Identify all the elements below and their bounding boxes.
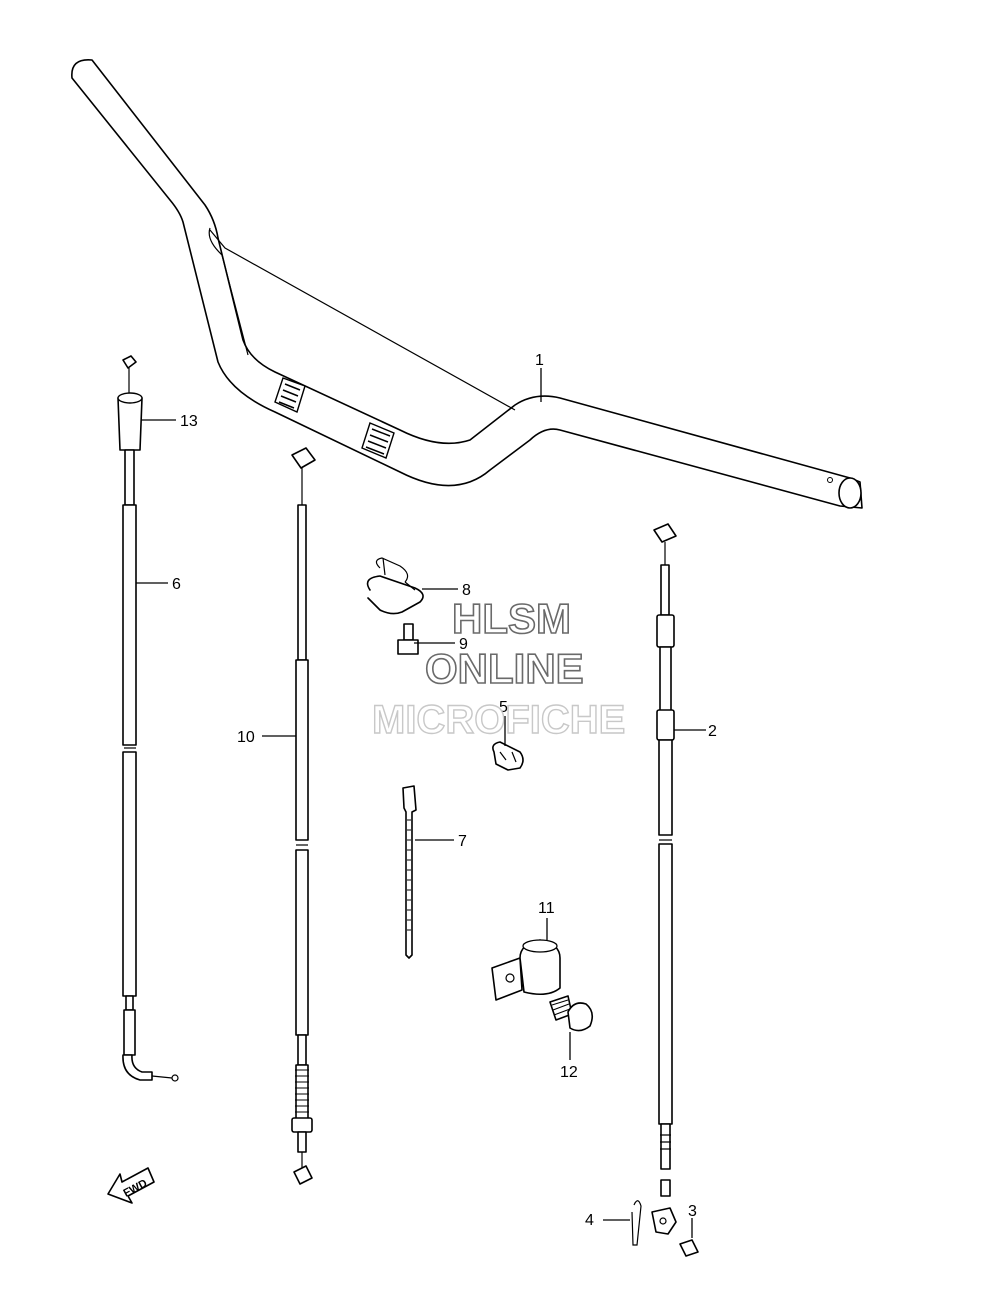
cable-guide: 8 xyxy=(366,557,471,615)
callout-10: 10 xyxy=(237,729,255,746)
clamp-bracket: 11 xyxy=(491,900,561,1001)
watermark-line-2: ONLINE xyxy=(425,645,584,692)
handlebar: 1 xyxy=(71,59,863,509)
callout-8: 8 xyxy=(462,582,471,599)
callout-11: 11 xyxy=(538,900,555,917)
callout-2: 2 xyxy=(708,723,717,740)
clutch-cable-left: 13 6 xyxy=(117,355,198,1082)
callout-6: 6 xyxy=(172,576,181,593)
center-cable: 10 xyxy=(237,447,316,1185)
callout-1: 1 xyxy=(535,352,544,369)
callout-12: 12 xyxy=(560,1064,578,1081)
knurl-grip-left xyxy=(274,377,306,413)
callout-5: 5 xyxy=(499,699,508,716)
throttle-cable-right: 2 xyxy=(651,523,717,1235)
cable-tie: 7 xyxy=(402,785,467,959)
cotter-pin: 4 xyxy=(585,1200,642,1246)
callout-3: 3 xyxy=(688,1203,697,1220)
watermark-line-1: HLSM xyxy=(452,595,571,642)
fwd-arrow: FWD xyxy=(107,1167,155,1204)
knurl-grip-right xyxy=(361,422,395,459)
callout-7: 7 xyxy=(458,833,467,850)
callout-4: 4 xyxy=(585,1212,594,1229)
watermark: HLSM ONLINE MICROFICHE xyxy=(371,594,626,743)
callout-9: 9 xyxy=(459,636,468,653)
pin: 3 xyxy=(679,1203,699,1257)
watermark-line-3: MICROFICHE xyxy=(372,698,625,742)
cable-clip: 5 xyxy=(492,699,524,771)
callout-13: 13 xyxy=(180,413,198,430)
bolt-large: 12 xyxy=(549,995,594,1081)
bolt: 9 xyxy=(397,623,468,655)
